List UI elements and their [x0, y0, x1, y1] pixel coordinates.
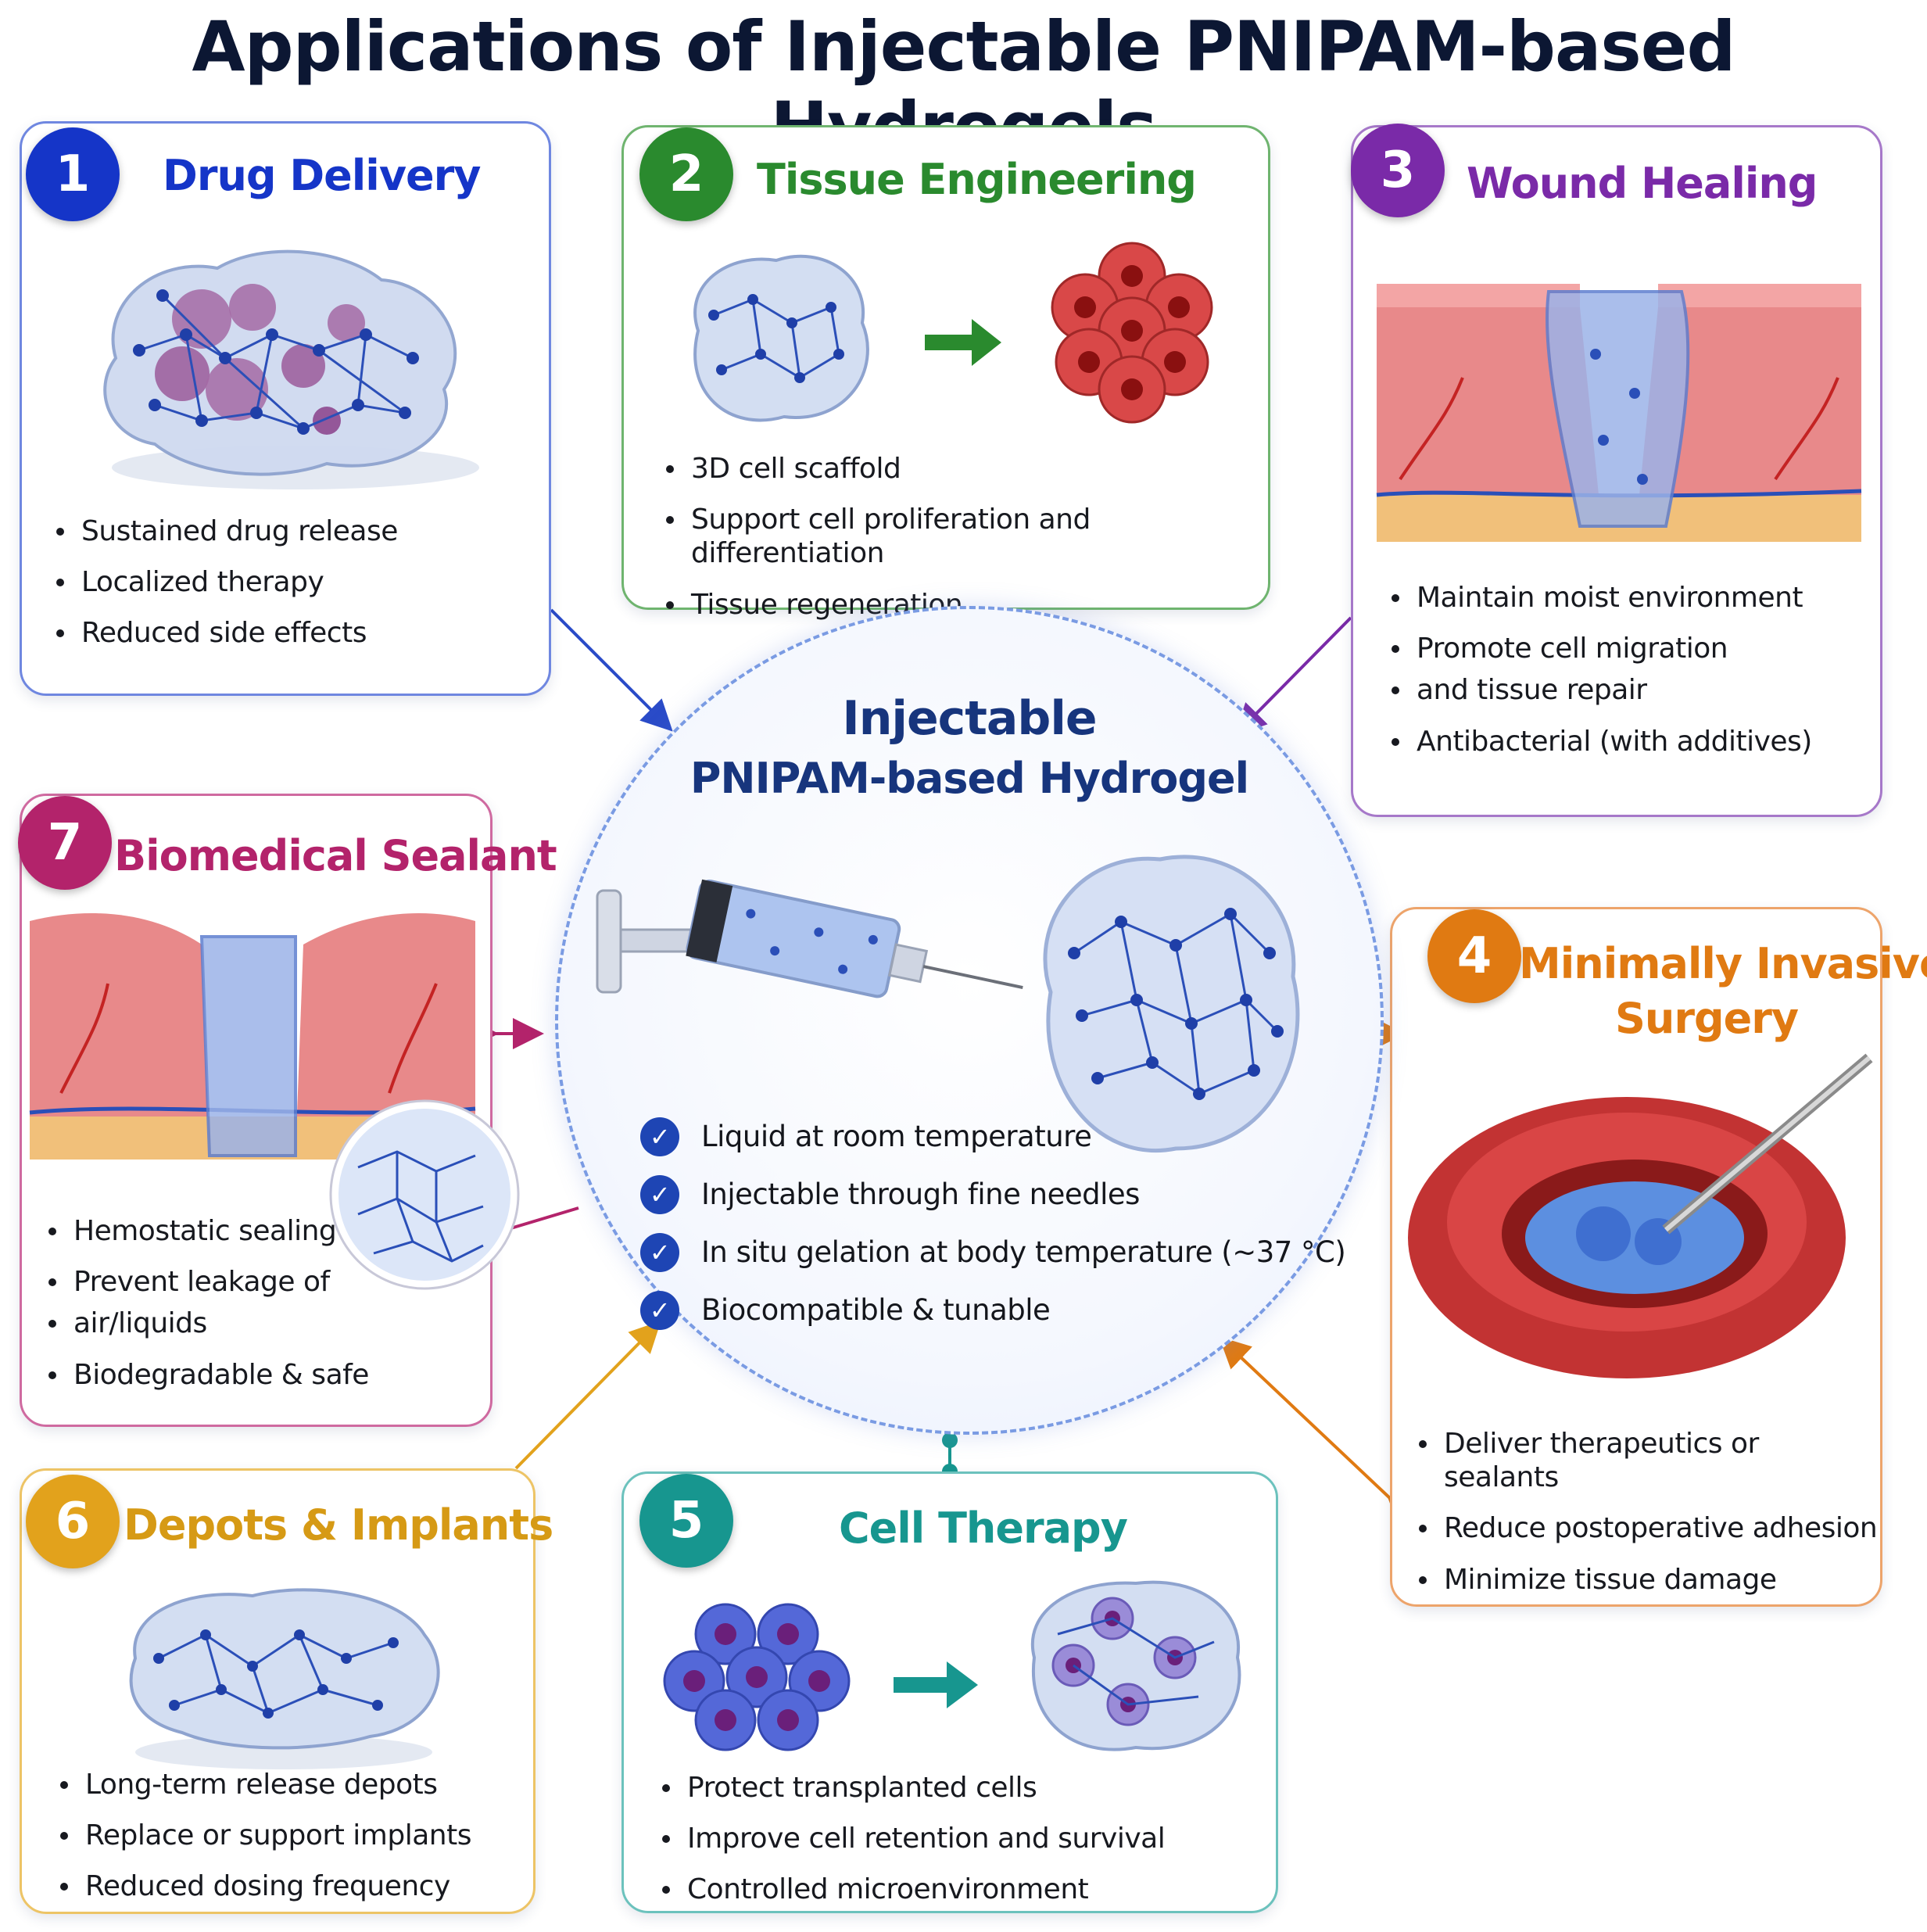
- card-title: Wound Healing: [1467, 159, 1818, 208]
- arrow-right-icon: [925, 319, 1001, 366]
- card-title: Minimally Invasive: [1519, 939, 1927, 988]
- connector-surgery-diagonal: [1219, 1336, 1420, 1529]
- badge-number: 2: [639, 127, 733, 221]
- bullet-list: Maintain moist environment Promote cell …: [1388, 581, 1812, 776]
- feature-item: ✓ In situ gelation at body temperature (~…: [640, 1233, 1346, 1272]
- badge-number: 4: [1427, 909, 1521, 1003]
- bullet-list: Deliver therapeutics or sealants Reduce …: [1416, 1427, 1880, 1614]
- skin-tissue-icon: [1376, 284, 1862, 542]
- check-icon: ✓: [640, 1233, 679, 1272]
- card-title: Cell Therapy: [839, 1504, 1128, 1553]
- feature-label: Liquid at room temperature: [701, 1120, 1092, 1153]
- bullet-list: Long-term release depots Replace or supp…: [57, 1768, 471, 1921]
- check-icon: ✓: [640, 1175, 679, 1214]
- card-depots-implants: 6 Depots & Implants Long-term release de…: [20, 1468, 553, 1914]
- badge-number: 7: [18, 796, 112, 890]
- bullet-item: Hemostatic sealing: [45, 1214, 369, 1248]
- card-tissue-engineering: 2 Tissue Engineering 3D cell scaffold Su…: [621, 125, 1270, 621]
- bullet-item: Sustained drug release: [53, 514, 398, 548]
- hydrogel-depot-icon: [129, 1588, 440, 1769]
- hydrogel-drug-icon: [103, 249, 479, 489]
- feature-label: Injectable through fine needles: [701, 1177, 1140, 1211]
- card-wound-healing: 3 Wound Healing Maintain moist environme…: [1351, 124, 1882, 817]
- sealed-tissue-icon: [29, 913, 476, 1160]
- feature-item: ✓ Biocompatible & tunable: [640, 1291, 1345, 1330]
- badge-number: 3: [1351, 124, 1445, 217]
- connector-depots: [514, 1321, 661, 1470]
- bullet-item: Reduce postoperative adhesion: [1416, 1511, 1880, 1545]
- connector-wound-healing: [1234, 616, 1352, 736]
- badge-number: 5: [639, 1474, 733, 1568]
- bullet-item: Reduced side effects: [53, 616, 398, 650]
- card-minimally-invasive-surgery: 4 Minimally Invasive Surgery Deliver the…: [1390, 907, 1927, 1607]
- hub-title-line2: PNIPAM-based Hydrogel: [689, 754, 1249, 803]
- bullet-item: Reduced dosing frequency: [57, 1869, 471, 1903]
- badge-number: 1: [26, 127, 120, 221]
- connector-drug-delivery: [550, 608, 673, 732]
- bullet-item: Long-term release depots: [57, 1768, 471, 1801]
- feature-label: In situ gelation at body temperature (~3…: [701, 1235, 1346, 1269]
- bullet-item: Deliver therapeutics or sealants: [1416, 1427, 1880, 1494]
- arrow-right-icon: [894, 1661, 978, 1708]
- bullet-item: Protect transplanted cells: [659, 1771, 1165, 1805]
- card-title-line2: Surgery: [1615, 994, 1799, 1043]
- card-cell-therapy: 5 Cell Therapy Protect transplanted cell…: [621, 1471, 1278, 1913]
- bullet-item: Prevent leakage of: [45, 1265, 369, 1299]
- card-title: Tissue Engineering: [757, 155, 1197, 204]
- syringe-icon: [596, 879, 1023, 998]
- connector-dot-cell-therapy-top: [942, 1432, 958, 1448]
- card-biomedical-sealant: 7 Biomedical Sealant Hemostatic sealing …: [18, 794, 557, 1427]
- bullet-item: air/liquids: [45, 1307, 369, 1340]
- bullet-item: Improve cell retention and survival: [659, 1822, 1166, 1855]
- card-drug-delivery: 1 Drug Delivery Sustained drug release L…: [20, 121, 551, 696]
- card-title: Depots & Implants: [124, 1500, 553, 1550]
- badge-number: 6: [26, 1475, 120, 1568]
- bullet-item: Minimize tissue damage: [1416, 1563, 1880, 1597]
- bullet-list: Sustained drug release Localized therapy…: [53, 514, 398, 668]
- feature-label: Biocompatible & tunable: [701, 1293, 1051, 1327]
- bullet-item: Antibacterial (with additives): [1388, 725, 1812, 758]
- bullet-item: Localized therapy: [53, 565, 398, 599]
- feature-item: ✓ Liquid at room temperature: [640, 1117, 1345, 1156]
- bullet-item: Controlled microenvironment: [659, 1873, 1165, 1906]
- stem-cells-icon: [663, 1603, 851, 1751]
- check-icon: ✓: [640, 1117, 679, 1156]
- bullet-item: Biodegradable & safe: [45, 1358, 369, 1392]
- bullet-item: Maintain moist environment: [1388, 581, 1812, 615]
- hydrogel-scaffold-icon: [693, 254, 869, 422]
- bullet-item: Replace or support implants: [57, 1819, 471, 1852]
- cell-cluster-icon: [1051, 242, 1213, 424]
- feature-list: ✓ Liquid at room temperature ✓ Injectable …: [640, 1117, 1346, 1349]
- zoom-mesh-icon: [329, 1099, 520, 1290]
- bullet-list: Hemostatic sealing Prevent leakage of ai…: [45, 1214, 369, 1409]
- bullet-item: Support cell proliferation and different…: [663, 503, 1268, 570]
- bullet-list: Protect transplanted cells Improve cell …: [659, 1771, 1166, 1924]
- bullet-item: and tissue repair: [1388, 673, 1812, 707]
- feature-item: ✓ Injectable through fine needles: [640, 1175, 1345, 1214]
- organ-icon: [1408, 1053, 1873, 1378]
- bullet-item: 3D cell scaffold: [663, 452, 1268, 486]
- central-hub: Injectable PNIPAM-based Hydrogel: [555, 606, 1384, 1435]
- bullet-item: Promote cell migration: [1388, 632, 1812, 665]
- card-title: Drug Delivery: [163, 151, 481, 200]
- card-title: Biomedical Sealant: [114, 831, 557, 880]
- hub-title-line1: Injectable: [842, 691, 1097, 746]
- encapsulated-cells-icon: [1031, 1580, 1241, 1751]
- hydrogel-network-icon: [1043, 855, 1300, 1152]
- check-icon: ✓: [640, 1291, 679, 1330]
